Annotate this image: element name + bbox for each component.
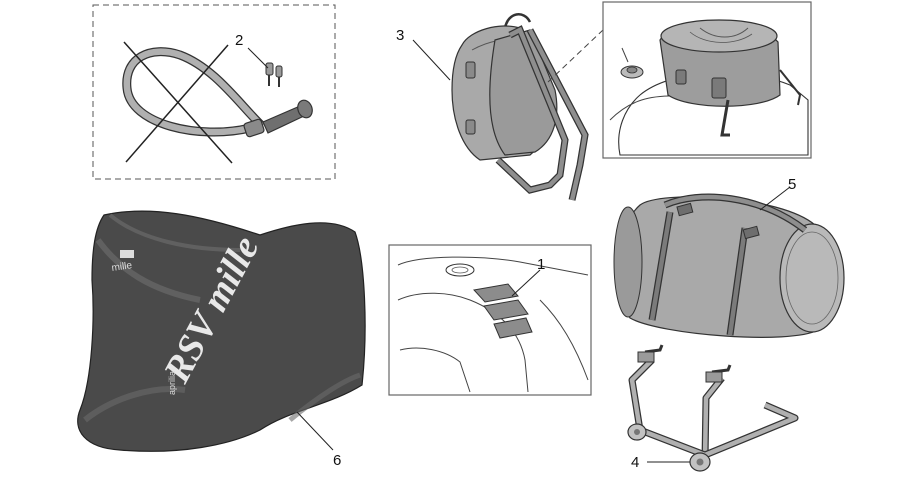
paddock-stand-group: 4	[627, 344, 799, 472]
backpack-front-panel	[489, 29, 558, 156]
duffel-bag-end-cap	[779, 223, 845, 333]
paddock-stand-hook-left	[644, 344, 664, 354]
backpack-handle	[503, 13, 532, 29]
callout-3: 3	[396, 27, 404, 44]
callout-5: 5	[788, 176, 796, 193]
cross-out-line-b	[125, 44, 229, 163]
tank-pad-top	[473, 283, 519, 303]
callout-2: 2	[235, 32, 243, 49]
cover-logo-small-top: mille	[111, 260, 133, 274]
motorcycle-cover-group: mille RSV mille aprilia 6	[77, 210, 366, 469]
cable-lock-group: 2	[92, 4, 336, 180]
cable-lock-dashed-frame	[92, 4, 336, 180]
callout-1: 1	[537, 256, 545, 273]
tank-pads-group: 1	[388, 244, 592, 396]
pad-detail-tank	[397, 256, 589, 276]
cable-lock-head	[243, 118, 265, 138]
paddock-stand-hook-right	[711, 364, 732, 374]
tank-bag-detail	[602, 1, 812, 159]
tank-pads-frame	[388, 244, 592, 396]
tank-pad-bottom	[493, 317, 533, 339]
duffel-bag-group: 5	[613, 176, 845, 338]
detail-link-line	[547, 29, 604, 83]
callout-4: 4	[631, 454, 639, 471]
key-icon	[265, 62, 283, 87]
callout-6: 6	[333, 452, 341, 469]
cover-logo-side: aprilia	[167, 371, 177, 395]
pad-detail-filler-cap	[445, 263, 475, 277]
backpack-group: 3	[396, 13, 604, 201]
tank-pad-middle	[483, 299, 529, 321]
